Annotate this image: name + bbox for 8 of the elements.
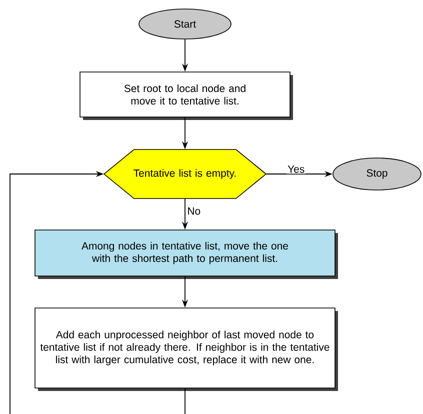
process-box: Set root to local node and move it to tentative list. (80, 72, 293, 120)
terminal-oval: Stop (332, 158, 422, 190)
edge-label: Yes (288, 166, 304, 173)
process-box: Add each unprocessed neighbor of last moved node to tentative list if not already there. If neighbor is in the tentative list with larger cumulative cost, replace it with new one. (34, 308, 338, 391)
arrow (10, 170, 186, 414)
edge-label: No (188, 207, 200, 215)
terminal-oval: Start (138, 8, 232, 40)
process-box: Among nodes in tentative list, move the one with the shortest path to permanent list. (34, 230, 338, 279)
